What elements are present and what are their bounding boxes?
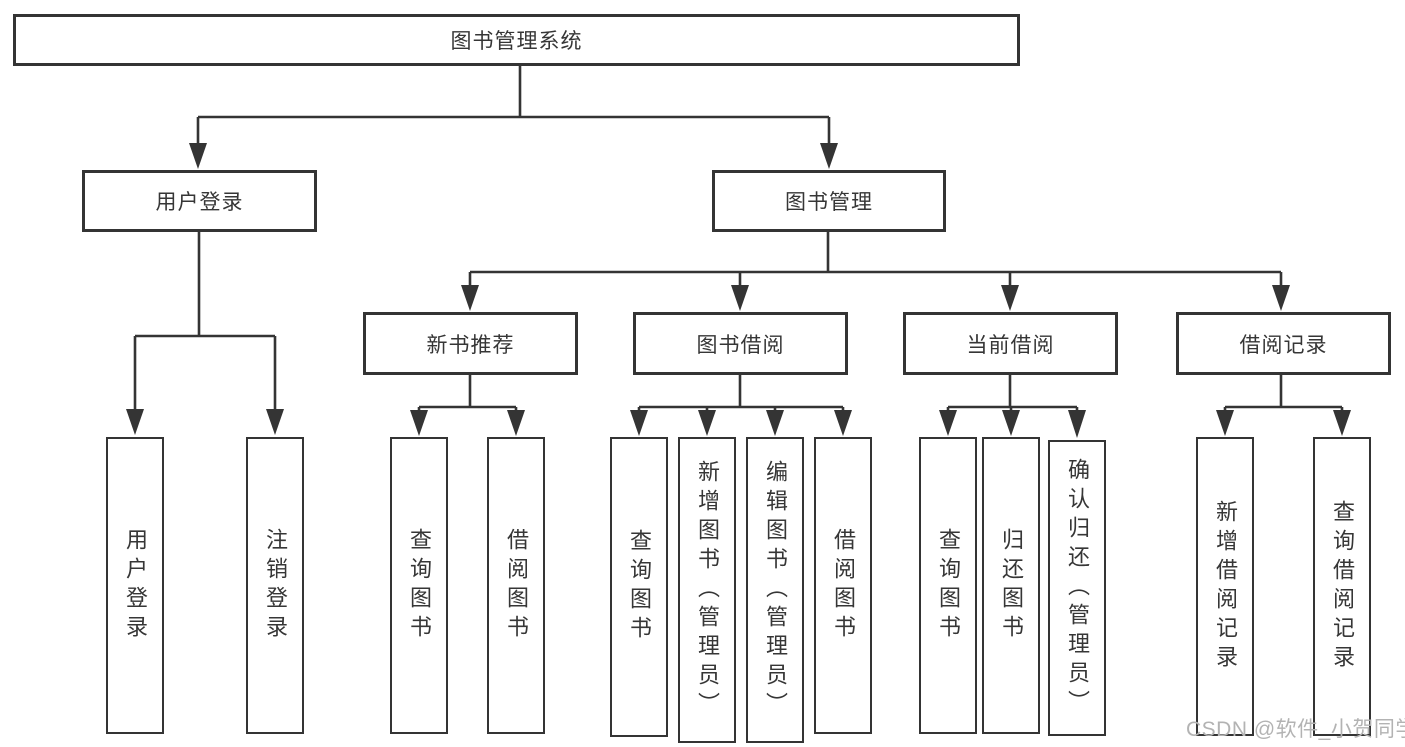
node-new-book-recommendation: 新书推荐 (363, 312, 578, 375)
leaf-logout-label: 注销登录 (263, 527, 288, 644)
leaf-add-books-admin-label: 新增图书（管理员） (695, 459, 720, 721)
leaf-query-books-borrowing: 查询图书 (610, 437, 668, 737)
node-library-management-system: 图书管理系统 (13, 14, 1020, 66)
leaf-borrow-books-borrowing: 借阅图书 (814, 437, 872, 734)
node-current-borrowing: 当前借阅 (903, 312, 1118, 375)
leaf-add-books-admin: 新增图书（管理员） (678, 437, 736, 743)
node-book-management: 图书管理 (712, 170, 946, 232)
node-borrowing-records: 借阅记录 (1176, 312, 1391, 375)
leaf-query-borrow-record: 查询借阅记录 (1313, 437, 1371, 736)
leaf-query-books-recommend: 查询图书 (390, 437, 448, 734)
leaf-user-login-label: 用户登录 (123, 527, 148, 644)
node-user-login: 用户登录 (82, 170, 317, 232)
leaf-query-books-borrowing-label: 查询图书 (627, 529, 652, 645)
leaf-query-books-current: 查询图书 (919, 437, 977, 734)
leaf-query-books-recommend-label: 查询图书 (407, 527, 432, 644)
node-book-borrowing: 图书借阅 (633, 312, 848, 375)
leaf-return-books: 归还图书 (982, 437, 1040, 734)
leaf-edit-books-admin: 编辑图书（管理员） (746, 437, 804, 743)
leaf-query-borrow-record-label: 查询借阅记录 (1330, 499, 1355, 674)
watermark: CSDN @软件_小贺同学 (1186, 718, 1405, 741)
leaf-edit-books-admin-label: 编辑图书（管理员） (763, 459, 788, 721)
leaf-borrow-books-recommend: 借阅图书 (487, 437, 545, 734)
leaf-add-borrow-record: 新增借阅记录 (1196, 437, 1254, 736)
leaf-user-login: 用户登录 (106, 437, 164, 734)
leaf-return-books-label: 归还图书 (999, 527, 1024, 644)
leaf-borrow-books-borrowing-label: 借阅图书 (831, 527, 856, 644)
leaf-logout: 注销登录 (246, 437, 304, 734)
leaf-add-borrow-record-label: 新增借阅记录 (1213, 499, 1238, 674)
leaf-borrow-books-recommend-label: 借阅图书 (504, 527, 529, 644)
leaf-confirm-return-admin: 确认归还（管理员） (1048, 440, 1106, 736)
leaf-confirm-return-admin-label: 确认归还（管理员） (1065, 457, 1090, 719)
leaf-query-books-current-label: 查询图书 (936, 527, 961, 644)
